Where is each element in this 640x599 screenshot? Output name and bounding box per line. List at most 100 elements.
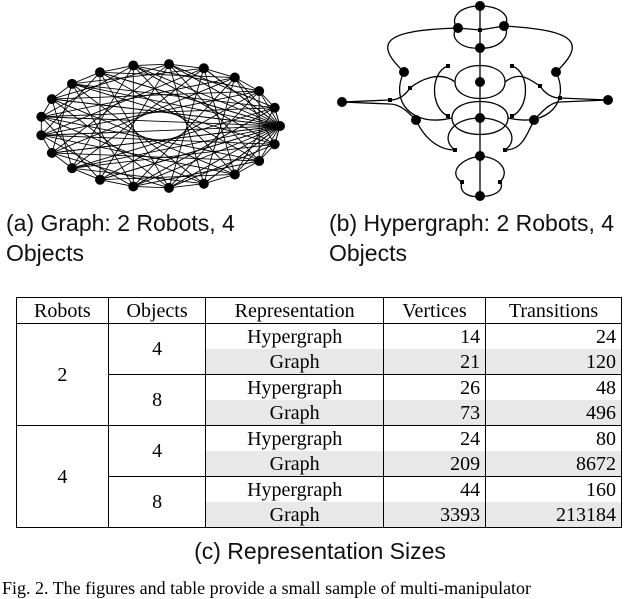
graph-node [198, 63, 209, 74]
graph-edge [99, 174, 235, 181]
graph-edge [71, 167, 101, 181]
graph-node [46, 94, 57, 105]
graph-edge [51, 83, 73, 154]
vertices-cell: 73 [382, 400, 487, 426]
graph-edge [51, 152, 170, 189]
graph-edge [71, 107, 275, 169]
graph-edge [133, 65, 275, 145]
graph-edge [168, 125, 281, 189]
representation-cell: Hypergraph [205, 374, 384, 400]
graph-edge [41, 116, 281, 127]
graph-node [95, 67, 105, 78]
graph-edge [168, 90, 260, 189]
graph-edge [51, 77, 235, 154]
graph-edge [168, 63, 204, 69]
vertices-cell: 209 [382, 451, 487, 477]
graph-edge [168, 183, 204, 189]
transitions-cell: 213184 [485, 502, 622, 528]
graph-node [163, 182, 174, 193]
graph-edge [168, 63, 260, 162]
caption-b: (b) Hypergraph: 2 Robots, 4 Objects [329, 210, 615, 266]
graph-edge [203, 67, 235, 78]
representation-cell: Hypergraph [205, 425, 384, 451]
graph-edge [99, 125, 281, 181]
transitions-cell: 24 [485, 323, 622, 349]
representation-cell: Graph [205, 502, 384, 528]
representation-cell: Graph [205, 400, 384, 426]
vertices-cell: 21 [382, 349, 487, 375]
table-row: Graph 73 496 [17, 400, 622, 426]
hypergraph-edges [341, 5, 609, 198]
graph-edge [71, 143, 275, 169]
graph-edge [99, 179, 134, 187]
graph-node [128, 60, 139, 71]
graph-node [36, 111, 47, 122]
graph-edge [71, 167, 204, 185]
transitions-cell: 48 [485, 374, 622, 400]
graph-edge [234, 107, 276, 175]
graph-edge [99, 71, 235, 78]
graph-edge [51, 98, 281, 127]
graph-edge [41, 116, 260, 162]
objects-cell: 4 [107, 323, 207, 375]
transitions-cell: 496 [485, 400, 622, 426]
graph-edge [71, 83, 281, 127]
graph-edge [41, 116, 205, 185]
figure-footnote: Fig. 2. The figures and table provide a … [2, 578, 532, 598]
transitions-cell: 160 [485, 476, 622, 502]
hypergraph-nodes [337, 1, 613, 201]
graph-edge [99, 72, 170, 189]
graph-node [67, 163, 78, 174]
transitions-cell: 80 [485, 425, 622, 451]
graph-edge [203, 174, 235, 185]
graph-node [36, 130, 47, 141]
vertices-cell: 24 [382, 425, 487, 451]
graph-edge [51, 90, 260, 100]
representation-cell: Graph [205, 451, 384, 477]
vertices-cell: 14 [382, 323, 487, 349]
table-row: Graph 3393 213184 [17, 502, 622, 528]
vertices-cell: 3393 [382, 502, 487, 528]
graph-edge [203, 77, 236, 184]
graph-edge [41, 134, 235, 175]
graph-edges [40, 63, 281, 189]
header-objects: Objects [107, 297, 207, 324]
graph-edge [51, 98, 170, 189]
graph-edge [51, 98, 235, 175]
graph-node [198, 178, 209, 189]
graph-edge [258, 125, 281, 162]
graph-edge [168, 64, 205, 184]
graph-edge [71, 67, 204, 85]
graph-edge [51, 152, 260, 162]
caption-c: (c) Representation Sizes [194, 538, 446, 564]
header-transitions: Transitions [485, 297, 622, 324]
graph-edge [234, 125, 281, 175]
graph-edge [71, 83, 275, 109]
graph-node [254, 86, 265, 97]
graph-edge [41, 125, 281, 136]
transitions-cell: 8672 [485, 451, 622, 477]
vertices-cell: 26 [382, 374, 487, 400]
graph-edge [99, 90, 260, 181]
graph-edge [133, 125, 281, 187]
graph-edge [51, 63, 170, 100]
graph-edge [51, 125, 281, 154]
graph-node [67, 78, 78, 89]
graph-edge [41, 107, 275, 118]
graph-edge [41, 65, 134, 118]
graph-edge [71, 67, 205, 169]
graph-edge [168, 63, 281, 127]
graph-edge [99, 71, 260, 162]
representation-cell: Hypergraph [205, 476, 384, 502]
graph-edge [41, 116, 101, 181]
graph-edge [133, 65, 260, 92]
graph-node [128, 181, 139, 192]
header-robots: Robots [16, 297, 109, 324]
graph-node [229, 72, 240, 83]
objects-cell: 8 [107, 374, 207, 426]
graph-edge [132, 77, 236, 187]
graph-edge [51, 63, 170, 154]
graph-node [229, 169, 240, 180]
graph-edge [168, 143, 275, 189]
table-row: 8 Hypergraph 44 160 [17, 476, 622, 528]
